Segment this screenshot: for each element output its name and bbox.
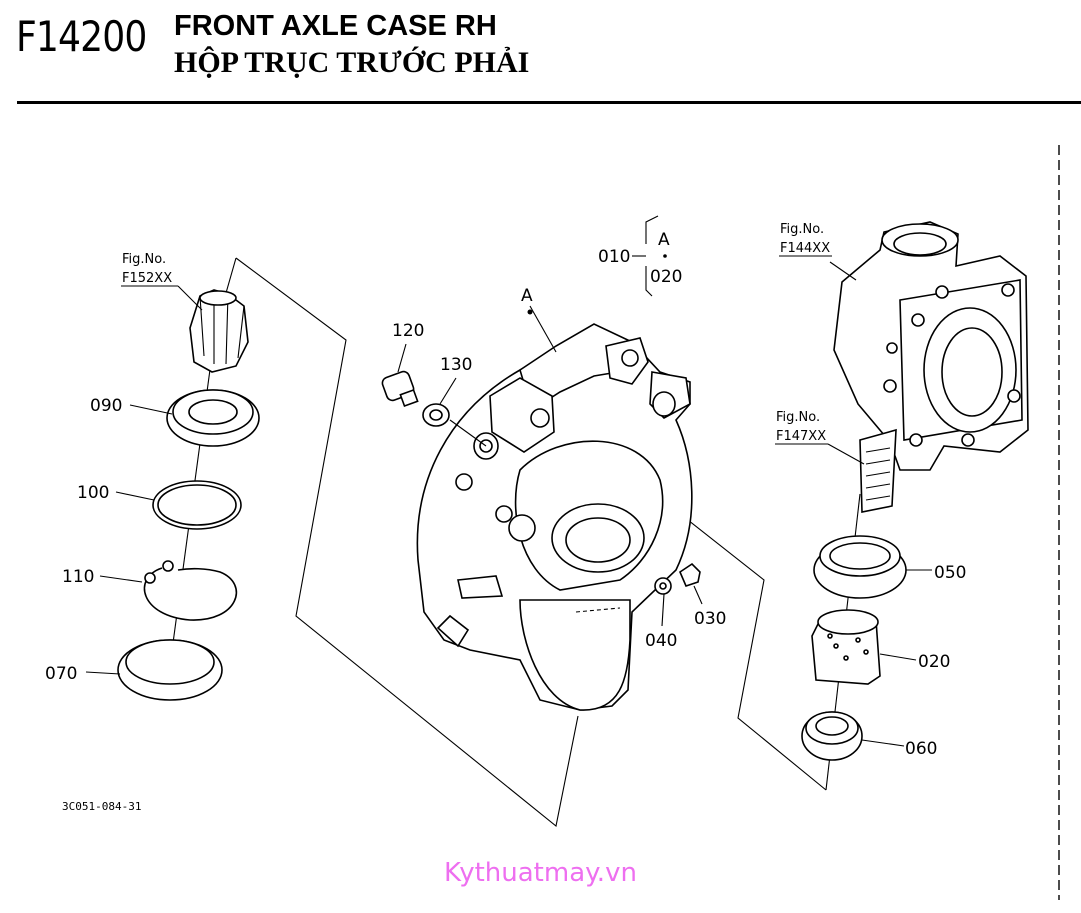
bearing-090 <box>166 389 260 447</box>
fig-ref-f152-code: F152XX <box>122 271 172 286</box>
fig-ref-f152-label: Fig.No. <box>122 252 166 267</box>
fig-ref-f147-label: Fig.No. <box>776 410 820 425</box>
kingpin-housing-part <box>833 221 1029 513</box>
axle-case-main <box>416 323 693 711</box>
seal-070 <box>117 639 223 701</box>
fig-ref-f144-code: F144XX <box>780 241 830 256</box>
bushing-020 <box>811 609 881 685</box>
fig-ref-f147-code: F147XX <box>776 429 826 444</box>
plug-120 <box>381 370 419 408</box>
oring-100 <box>152 480 242 530</box>
ref-a-main-label: A <box>521 286 533 306</box>
drawing-code: 3C051-084-31 <box>62 800 141 813</box>
plug-030 <box>679 562 701 587</box>
bevel-gear-part <box>189 289 249 373</box>
title-english: FRONT AXLE CASE RH <box>174 10 497 42</box>
callout-020: 020 <box>918 652 950 672</box>
washer-040 <box>654 577 672 595</box>
callout-070: 070 <box>45 664 77 684</box>
callout-040: 040 <box>645 631 677 651</box>
ref-a-label: A <box>658 230 670 250</box>
washer-130 <box>422 403 450 427</box>
callout-020-ref: 020 <box>650 267 682 287</box>
callout-130: 130 <box>440 355 472 375</box>
header-divider <box>17 101 1081 104</box>
watermark: Kythuatmay.vn <box>444 858 637 888</box>
circlip-110 <box>143 560 238 621</box>
assembly-line-right <box>621 467 827 791</box>
bearing-060 <box>801 711 863 761</box>
callout-010: 010 <box>598 247 630 267</box>
assembly-line-left <box>235 257 579 827</box>
fig-ref-f144-label: Fig.No. <box>780 222 824 237</box>
callout-050: 050 <box>934 563 966 583</box>
callout-100: 100 <box>77 483 109 503</box>
title-vietnamese: HỘP TRỤC TRƯỚC PHẢI <box>174 46 530 79</box>
callout-110: 110 <box>62 567 94 587</box>
callout-090: 090 <box>90 396 122 416</box>
seal-050 <box>813 535 907 599</box>
callout-060: 060 <box>905 739 937 759</box>
callout-120: 120 <box>392 321 424 341</box>
callout-030: 030 <box>694 609 726 629</box>
figure-number: F14200 <box>16 12 147 61</box>
